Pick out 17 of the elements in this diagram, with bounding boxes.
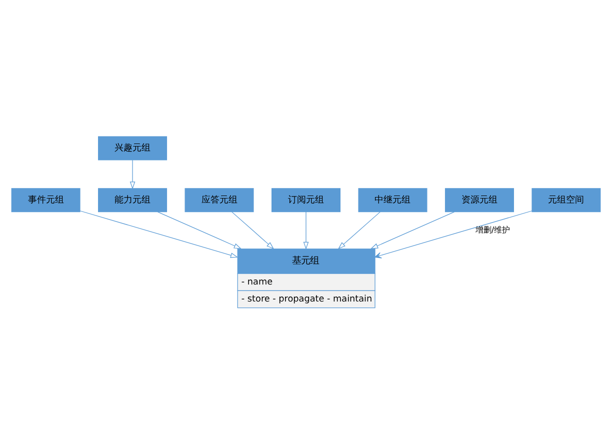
edge-label: 增删/维护 <box>475 224 510 234</box>
arrow <box>157 211 242 248</box>
node-box: 元组空间 <box>532 188 601 212</box>
arrow <box>80 210 238 258</box>
node-box: 资源元组 <box>444 188 514 212</box>
arrow <box>303 211 309 249</box>
node-box: 应答元组 <box>184 188 254 212</box>
arrow <box>232 211 274 249</box>
node-box: 事件元组 <box>11 188 80 212</box>
node-box: 兴趣元组 <box>98 136 168 160</box>
node-box: 中继元组 <box>358 188 428 212</box>
arrow <box>130 159 136 189</box>
node-box: 订阅元组 <box>272 188 340 212</box>
arrow <box>374 210 532 258</box>
arrow <box>370 211 455 248</box>
arrow <box>338 211 380 249</box>
node-box: 能力元组 <box>98 188 168 212</box>
